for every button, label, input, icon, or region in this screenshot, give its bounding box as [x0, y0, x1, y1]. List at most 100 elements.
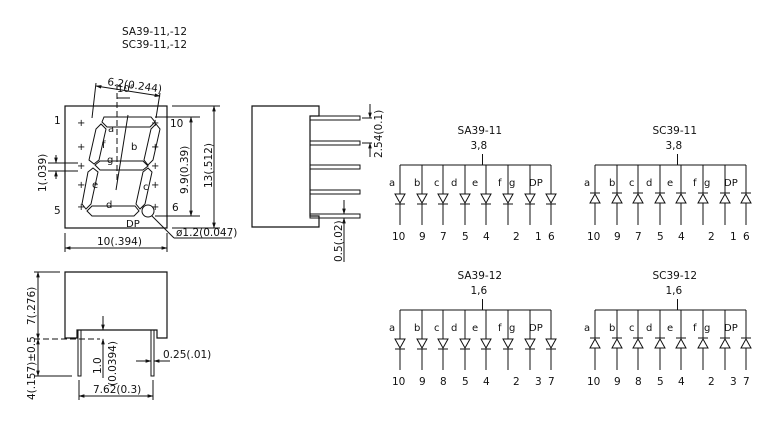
segment-label: f — [498, 178, 502, 189]
pin-number: 4 — [483, 376, 490, 388]
digit-width-ext-left — [91, 82, 97, 119]
diode-icon — [632, 337, 644, 349]
svg-text:+: + — [151, 180, 159, 191]
pin-pitch-dim: 2.54(0.1) — [373, 110, 385, 158]
schematic-model-label: SA39-11 — [458, 125, 503, 137]
diode-icon — [654, 192, 666, 204]
schematic-led-b: b9 — [414, 310, 428, 388]
pin-number: 9 — [419, 231, 426, 243]
schematic-model-label: SA39-12 — [458, 270, 503, 282]
body-depth-dim: 7(.276) — [26, 287, 38, 325]
decimal-point — [141, 204, 155, 218]
diode-icon — [611, 337, 623, 349]
diode-icon — [394, 338, 406, 350]
bottom-pin-left — [77, 329, 82, 377]
diode-icon — [480, 338, 492, 350]
diode-icon — [480, 193, 492, 205]
pin-number: 2 — [708, 231, 715, 243]
diode-icon — [416, 193, 428, 205]
diode-icon — [459, 338, 471, 350]
schematic-led-b: b9 — [609, 165, 623, 243]
schematic-led-dp: DP 7 — [724, 310, 752, 388]
diode-icon — [697, 337, 709, 349]
segment-b — [143, 123, 161, 166]
pin-number: 8 — [440, 376, 447, 388]
schematic-led-g: g1 — [704, 165, 737, 243]
svg-text:+: + — [77, 142, 85, 153]
diode-icon — [740, 337, 752, 349]
svg-text:+: + — [151, 161, 159, 172]
segment-label: d — [646, 323, 652, 334]
diode-icon — [459, 193, 471, 205]
pin-number: 10 — [587, 376, 600, 388]
segment-label: e — [667, 323, 673, 334]
diode-icon — [740, 192, 752, 204]
pin-length-dim: 4(.157)±0.5 — [26, 336, 38, 400]
pin-number: 7 — [548, 376, 555, 388]
pin-label-6: 6 — [172, 202, 179, 214]
schematic-led-f: f2 — [693, 165, 715, 243]
title-block: SA39-11,-12 SC39-11,-12 — [122, 26, 187, 51]
segment-label: e — [667, 178, 673, 189]
schematic-led-a: a10 — [584, 310, 601, 388]
pin-number: 2 — [513, 231, 520, 243]
diode-icon — [545, 338, 557, 350]
segment-label: b — [414, 178, 420, 189]
diode-icon — [719, 337, 731, 349]
schematic-led-e: e4 — [667, 310, 687, 388]
schematic-led-e: e4 — [667, 165, 687, 243]
diode-icon — [589, 192, 601, 204]
diode-icon — [632, 192, 644, 204]
schematic-led-a: a10 — [389, 165, 406, 243]
segment-label: f — [498, 323, 502, 334]
side-view: 2.54(0.1) 0.5(.02) — [251, 104, 385, 262]
segment-label: DP — [724, 323, 738, 334]
segment-label: d — [451, 323, 457, 334]
segment-label: g — [509, 178, 515, 189]
digit-width-ext-right — [155, 92, 161, 119]
schematic-common-pins: 3,8 — [471, 140, 488, 152]
schematic-led-e: e4 — [472, 310, 492, 388]
schematic-led-b: b9 — [609, 310, 623, 388]
segment-label: g — [704, 323, 710, 334]
pin-number: 5 — [657, 231, 664, 243]
pin-number: 8 — [635, 376, 642, 388]
schematic-led-dp: DP6 — [529, 165, 557, 243]
pin-number: 10 — [392, 231, 405, 243]
svg-text:+: + — [77, 202, 85, 213]
segment-label-f: f — [102, 140, 106, 151]
svg-text:+: + — [151, 202, 159, 213]
pin-number: 4 — [678, 231, 685, 243]
front-body-outline — [64, 105, 168, 229]
pin-label-10: 10 — [170, 118, 183, 130]
diode-icon — [394, 193, 406, 205]
pin-number: 7 — [743, 376, 750, 388]
schematic-led-f: f2 — [498, 310, 520, 388]
pin-markers: +++ ++ +++ ++ — [77, 118, 159, 213]
schematic-led-g: g1 — [509, 165, 542, 243]
pin-label-1: 1 — [54, 115, 61, 127]
pin-number: 10 — [392, 376, 405, 388]
schematic-led-g: g3 — [509, 310, 542, 388]
schematic-common-pins: 1,6 — [666, 285, 683, 297]
segment-label-c: c — [143, 182, 149, 193]
body-height-dim: 13(.512) — [203, 143, 215, 188]
segment-label-dp: DP — [126, 219, 140, 230]
diode-icon — [611, 192, 623, 204]
slant-angle-dim: 10° — [117, 84, 135, 95]
pin-number: 1 — [730, 231, 737, 243]
diode-icon — [502, 338, 514, 350]
schematic-model-label: SC39-11 — [653, 125, 698, 137]
segment-label: DP — [529, 178, 543, 189]
diode-icon — [437, 338, 449, 350]
pin-number: 4 — [483, 231, 490, 243]
segment-label: c — [434, 178, 440, 189]
segment-label: d — [451, 178, 457, 189]
standoff-dim-inch: (0.0394) — [107, 341, 119, 386]
segment-label-d: d — [106, 200, 112, 211]
segment-label: c — [629, 178, 635, 189]
pin-number: 2 — [513, 376, 520, 388]
